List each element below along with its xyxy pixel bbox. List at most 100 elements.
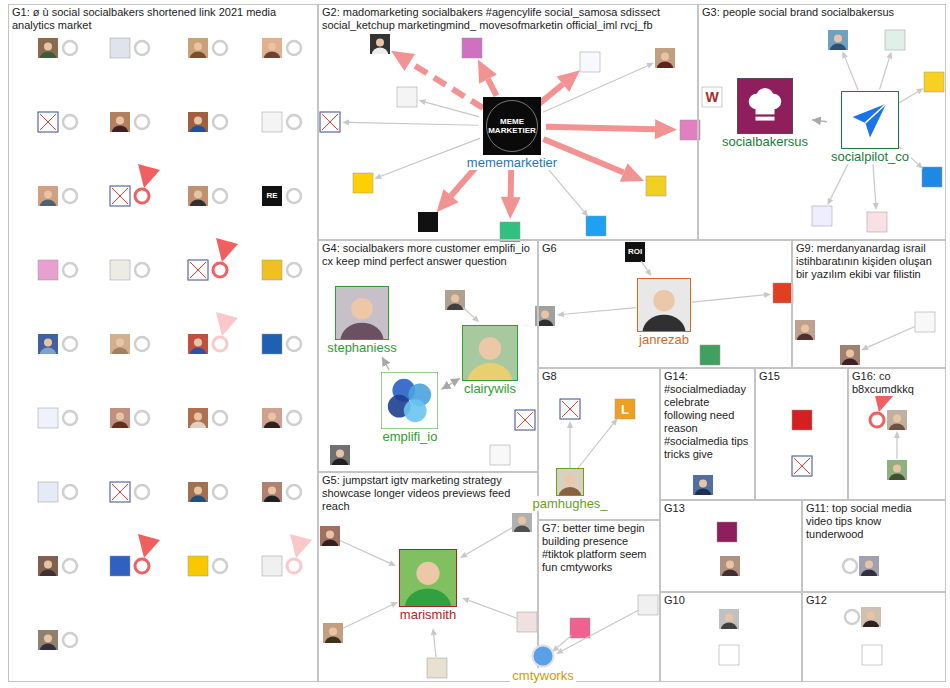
group-heading: G6 [541, 242, 558, 255]
vertex-image [500, 222, 520, 242]
self-loop [287, 41, 301, 55]
vertex-image [262, 556, 282, 576]
logo-image [490, 445, 510, 465]
logo-text: MEME MARKETIER [488, 117, 536, 135]
vertex-image [38, 556, 58, 583]
vertex-image [427, 658, 447, 678]
vertex-image [320, 112, 340, 132]
group-panel: G14: #socialmediaday celebrate following… [660, 368, 755, 500]
arrow-head [419, 99, 427, 105]
arrow-head [567, 421, 573, 428]
arrow-head [216, 238, 238, 262]
vertex-label: socialbakersus [720, 134, 810, 149]
logo-image [397, 87, 417, 107]
photo-body [112, 348, 128, 354]
arrow-head [472, 315, 479, 322]
photo-head [329, 627, 337, 635]
vertex-image [859, 556, 879, 583]
logo-image [418, 212, 438, 232]
photo-head [518, 516, 526, 524]
photo-head [44, 338, 52, 346]
vertex-icon [637, 278, 691, 332]
arrow-head [556, 648, 564, 654]
group-panel: G16: co b8xcumdkkq [848, 368, 946, 500]
vertex-label: socialpilot_co [829, 149, 911, 164]
broken-mark [794, 458, 810, 474]
photo [38, 38, 58, 58]
self-loop [135, 41, 149, 55]
self-loop [213, 337, 227, 351]
photo-head [326, 530, 334, 538]
logo-image [427, 658, 447, 678]
self-loop [213, 559, 227, 573]
vertex-image [490, 445, 510, 465]
decorative-edge [845, 58, 858, 91]
photo-head [268, 42, 276, 50]
broken-mark [112, 484, 128, 500]
plane-fold [865, 104, 886, 123]
photo-head [893, 464, 901, 472]
decorative-edge [349, 122, 478, 125]
vertex: socialbakersus [720, 78, 810, 149]
vertex-image [188, 408, 208, 435]
vertex-image [38, 186, 58, 213]
photo-frame [638, 279, 691, 332]
photo [188, 334, 208, 354]
vertex-image [792, 456, 812, 476]
decorative-edge [880, 58, 890, 89]
photo-body [340, 323, 383, 340]
vertex-image [646, 176, 666, 196]
arrow-head [873, 203, 879, 210]
decorative-edge [343, 605, 392, 628]
group-panel: G10 [660, 592, 802, 682]
group-panel: G3: people social brand socialbakersusso… [698, 4, 946, 240]
photo-body [721, 623, 737, 629]
photo-frame [463, 326, 518, 381]
self-loop [63, 559, 77, 573]
logo-image [262, 556, 282, 576]
decorative-edge [562, 610, 638, 651]
photo-head [725, 613, 733, 621]
broken-mark [322, 114, 338, 130]
decorative-edge [410, 62, 483, 108]
image-text: RE [266, 192, 277, 200]
photo [323, 623, 343, 643]
vertex-image [615, 399, 635, 419]
group-heading: G8 [541, 370, 558, 383]
arrow-head [916, 88, 924, 94]
arrow-head [842, 51, 848, 59]
arrow-head [557, 311, 564, 317]
group-panel: G9: merdanyanardag israil istihbaratının… [792, 240, 946, 368]
self-loop [63, 633, 77, 647]
arrow-head [886, 51, 892, 59]
vertex-image [737, 78, 793, 134]
broken-mark [40, 114, 56, 130]
vertex-image [262, 334, 282, 354]
vertex-image [188, 38, 208, 65]
photo-body [40, 52, 56, 58]
photo-body [889, 424, 905, 430]
photo [719, 609, 739, 629]
logo-image [110, 260, 130, 280]
logo-image [188, 556, 208, 576]
photo [110, 408, 130, 428]
group-heading: G14: #socialmediaday celebrate following… [663, 370, 750, 461]
vertex-label: cmtyworks [510, 668, 575, 683]
decorative-edge [641, 261, 647, 270]
photo-head [268, 412, 276, 420]
logo-image [646, 176, 666, 196]
logo-image [862, 645, 882, 665]
arrow-head [374, 173, 382, 179]
photo [887, 460, 907, 480]
group-heading: G13 [663, 502, 686, 515]
photo-body [40, 200, 56, 206]
photo-head [541, 310, 549, 318]
photo-head [661, 52, 669, 60]
arrow-head [620, 163, 644, 181]
logo-image [38, 482, 58, 502]
group-heading: G2: madomarketing socialbakers #agencyli… [321, 6, 693, 32]
photo-head [801, 324, 809, 332]
image-text: W [705, 90, 718, 104]
decorative-edge [692, 295, 764, 302]
photo-head [194, 42, 202, 50]
